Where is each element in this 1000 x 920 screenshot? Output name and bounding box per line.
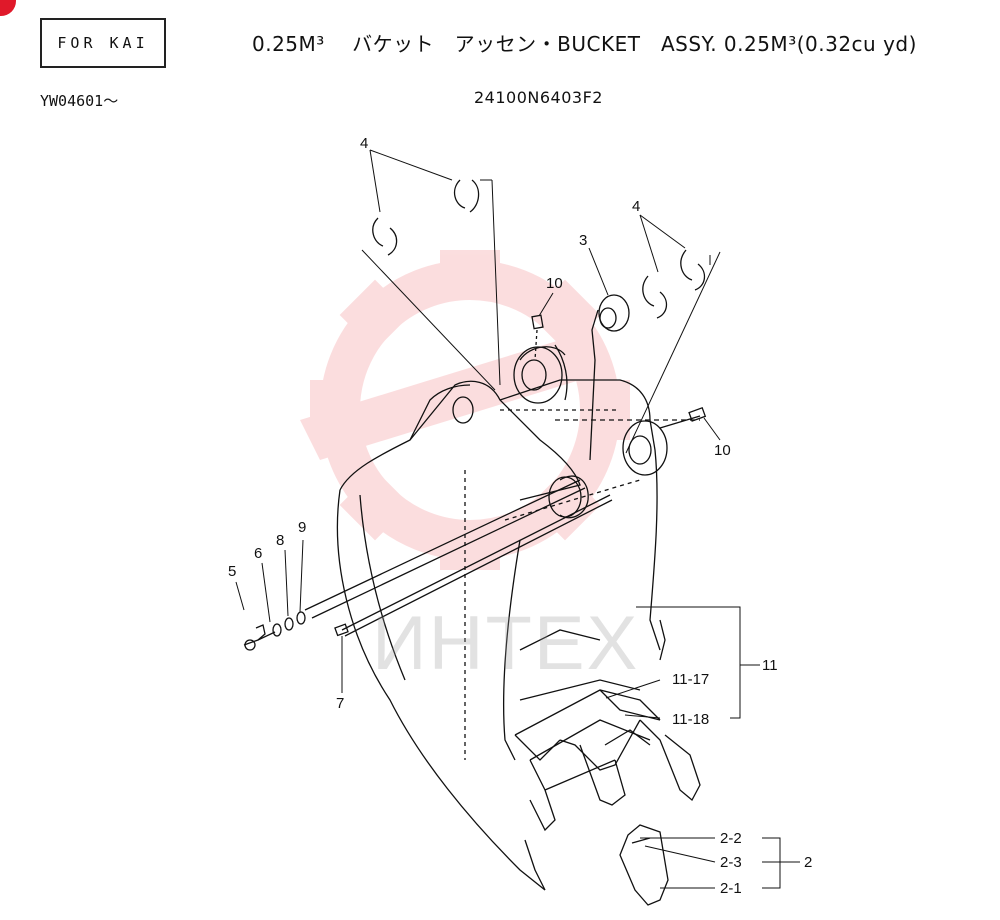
callout-10-right: 10 (714, 442, 731, 459)
pins-and-hardware (243, 179, 707, 651)
callout-4-right: 4 (632, 198, 640, 215)
bucket-body (336, 344, 701, 906)
callout-3: 3 (579, 232, 587, 249)
callout-11: 11 (762, 657, 778, 674)
watermark-text: ИНТЕХ (372, 601, 640, 686)
for-label: FOR KAI (57, 34, 149, 52)
callout-2-3: 2-3 (720, 854, 742, 871)
serial-range: YW04601～ (40, 92, 119, 110)
for-kai-box: FOR KAI (40, 18, 166, 68)
callout-7: 7 (336, 695, 344, 712)
callout-11-17: 11-17 (672, 671, 709, 688)
callout-2-1: 2-1 (720, 880, 742, 897)
callout-10-top: 10 (546, 275, 563, 292)
callout-11-18: 11-18 (672, 711, 709, 728)
callout-2: 2 (804, 854, 812, 871)
page-title: 0.25M³ バケット アッセン・BUCKET ASSY. 0.25M³(0.3… (252, 32, 917, 56)
callout-5: 5 (228, 563, 236, 580)
part-number: 24100N6403F2 (474, 88, 603, 107)
leader-lines (235, 149, 800, 889)
callout-6: 6 (254, 545, 262, 562)
callout-2-2: 2-2 (720, 830, 742, 847)
callout-9: 9 (298, 519, 306, 536)
callout-8: 8 (276, 532, 284, 549)
callout-4-left: 4 (360, 135, 368, 152)
